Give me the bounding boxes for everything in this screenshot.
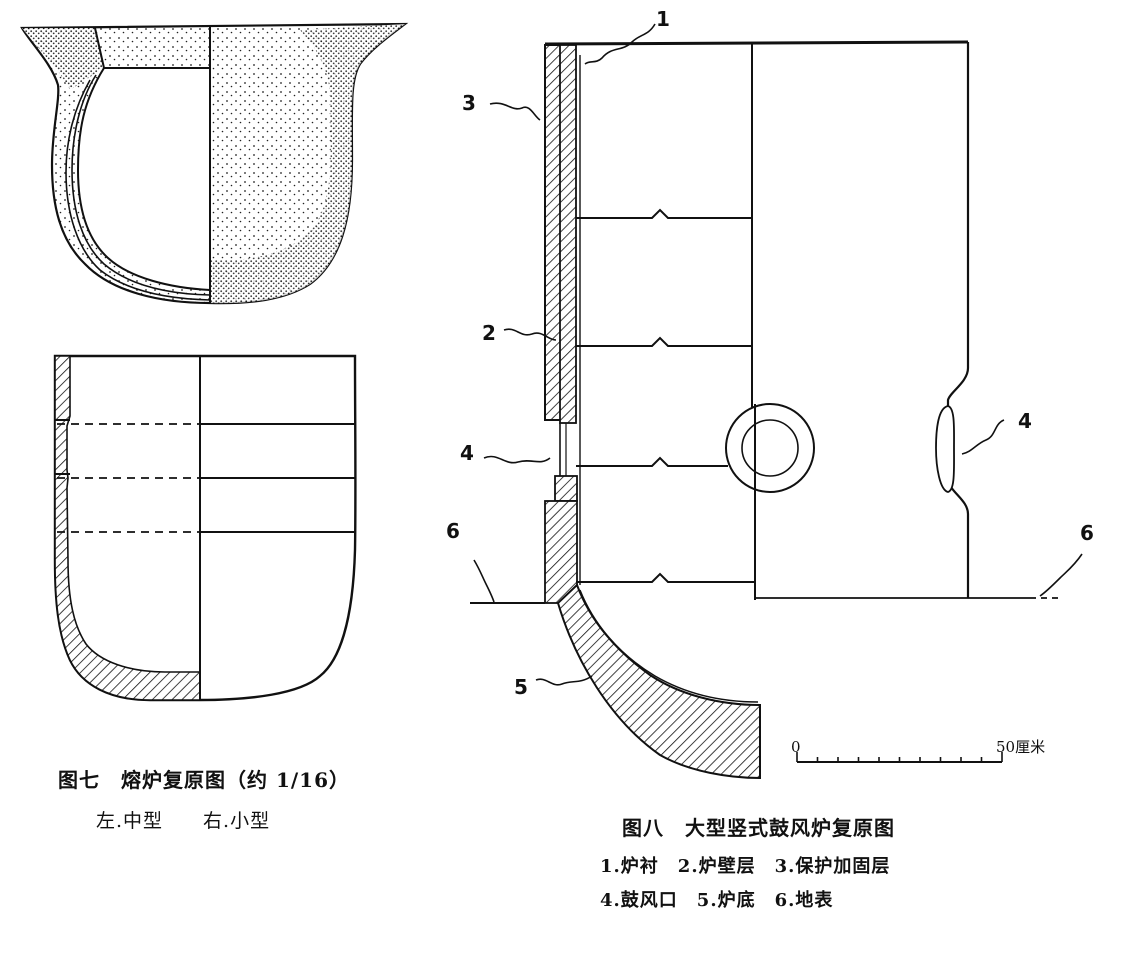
leader-lines [473, 23, 1083, 686]
scale-zero-label: 0 [791, 738, 801, 756]
protective-layer [544, 44, 562, 421]
label-6-left: 6 [446, 519, 460, 543]
label-3: 3 [462, 91, 476, 115]
label-1: 1 [656, 7, 670, 31]
label-2: 2 [482, 321, 496, 345]
scale-bar: 0 50厘米 [791, 738, 1045, 763]
label-5: 5 [514, 675, 528, 699]
part-number-labels: 1 3 2 4 4 5 6 6 [446, 7, 1094, 699]
label-6-right: 6 [1080, 521, 1094, 545]
scale-end-label: 50厘米 [996, 738, 1045, 756]
figure8-legend-line2: 4.鼓风口 5.炉底 6.地表 [600, 890, 834, 911]
figure7-title: 图七 熔炉复原图（约 1/16） [58, 768, 351, 792]
figure8-title: 图八 大型竖式鼓风炉复原图 [622, 816, 895, 840]
medium-crucible-drawing [20, 22, 409, 305]
shaft-furnace-drawing [470, 40, 1062, 780]
small-crucible-drawing [53, 354, 357, 702]
figure8-legend-line1: 1.炉衬 2.炉壁层 3.保护加固层 [600, 856, 891, 877]
wall-layer [559, 44, 577, 424]
figure7-subtitle: 左.中型 右.小型 [96, 810, 271, 832]
label-4-right: 4 [1018, 409, 1032, 433]
label-4-left: 4 [460, 441, 474, 465]
